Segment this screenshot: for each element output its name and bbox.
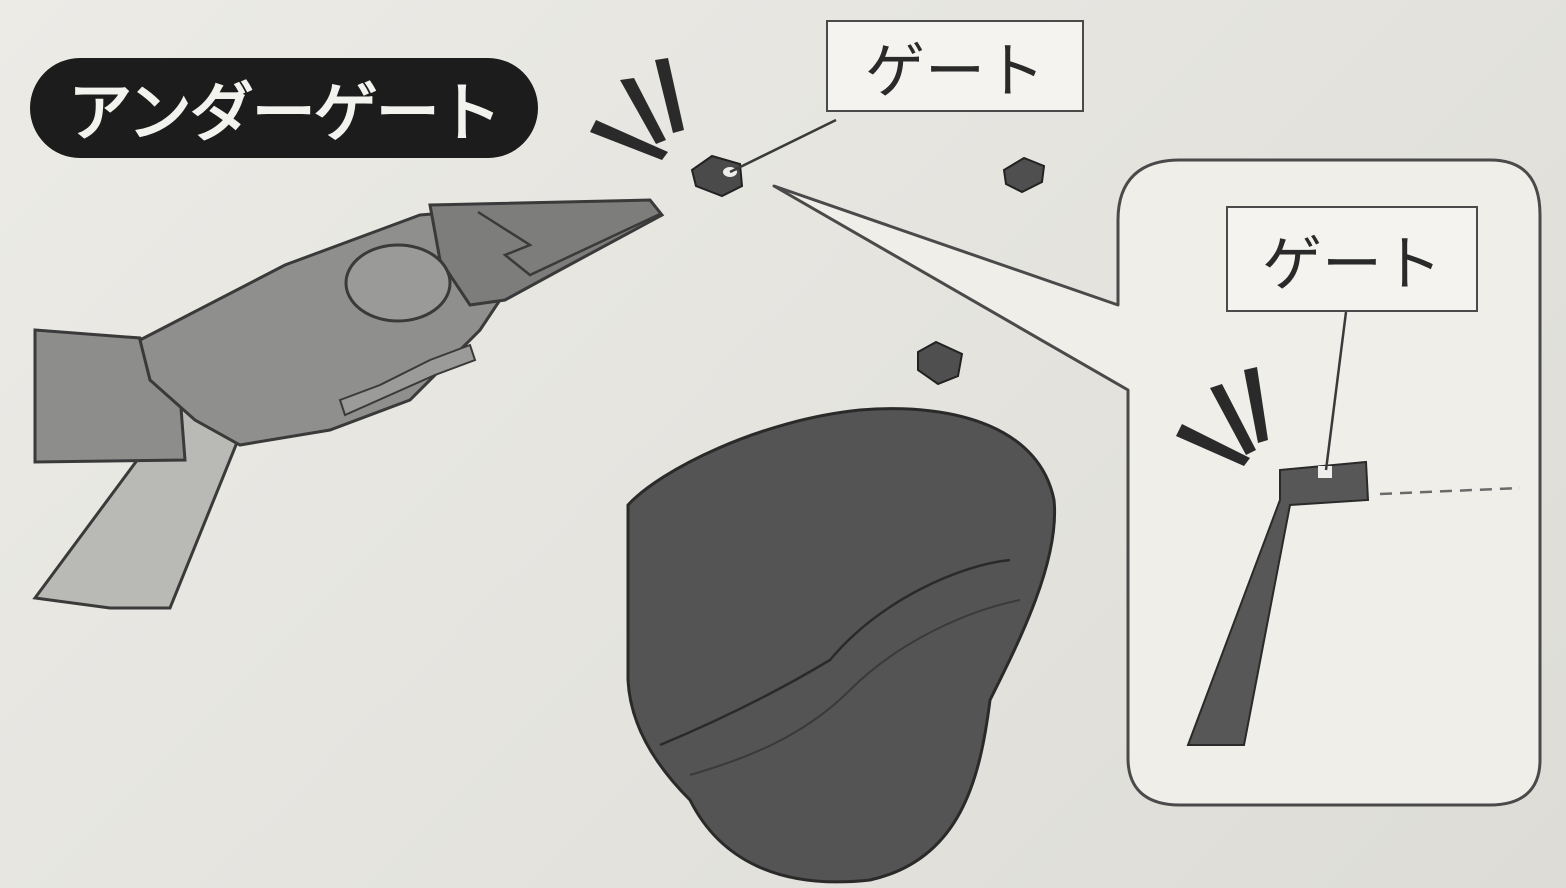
nipper-pivot: [344, 243, 452, 323]
detail-part-with-gate: [1186, 460, 1370, 746]
detail-callout: [772, 158, 1542, 807]
impact-burst-icon: [590, 58, 684, 160]
nipper-detail: [338, 343, 477, 417]
cut-fragment: [1002, 156, 1046, 194]
cut-line: [1379, 486, 1521, 496]
nipper-jaw: [428, 198, 665, 307]
cut-fragment: [917, 340, 964, 386]
gate-leader-line: [729, 118, 837, 174]
impact-burst-icon: [1176, 367, 1268, 466]
gate-nub: [690, 154, 744, 198]
curved-part: [626, 407, 1057, 884]
detail-leader-line: [1324, 311, 1348, 471]
gate-detail-label-text: ゲート: [1262, 229, 1442, 300]
title-badge: アンダーゲート: [30, 58, 538, 158]
nipper-blade-edge: [477, 210, 661, 277]
gate-detail-label: ゲート: [1226, 206, 1478, 312]
gate-label: ゲート: [826, 20, 1084, 112]
gate-label-text: ゲート: [865, 36, 1045, 107]
title-text: アンダーゲート: [68, 77, 501, 151]
nipper-illustration: [32, 198, 665, 610]
